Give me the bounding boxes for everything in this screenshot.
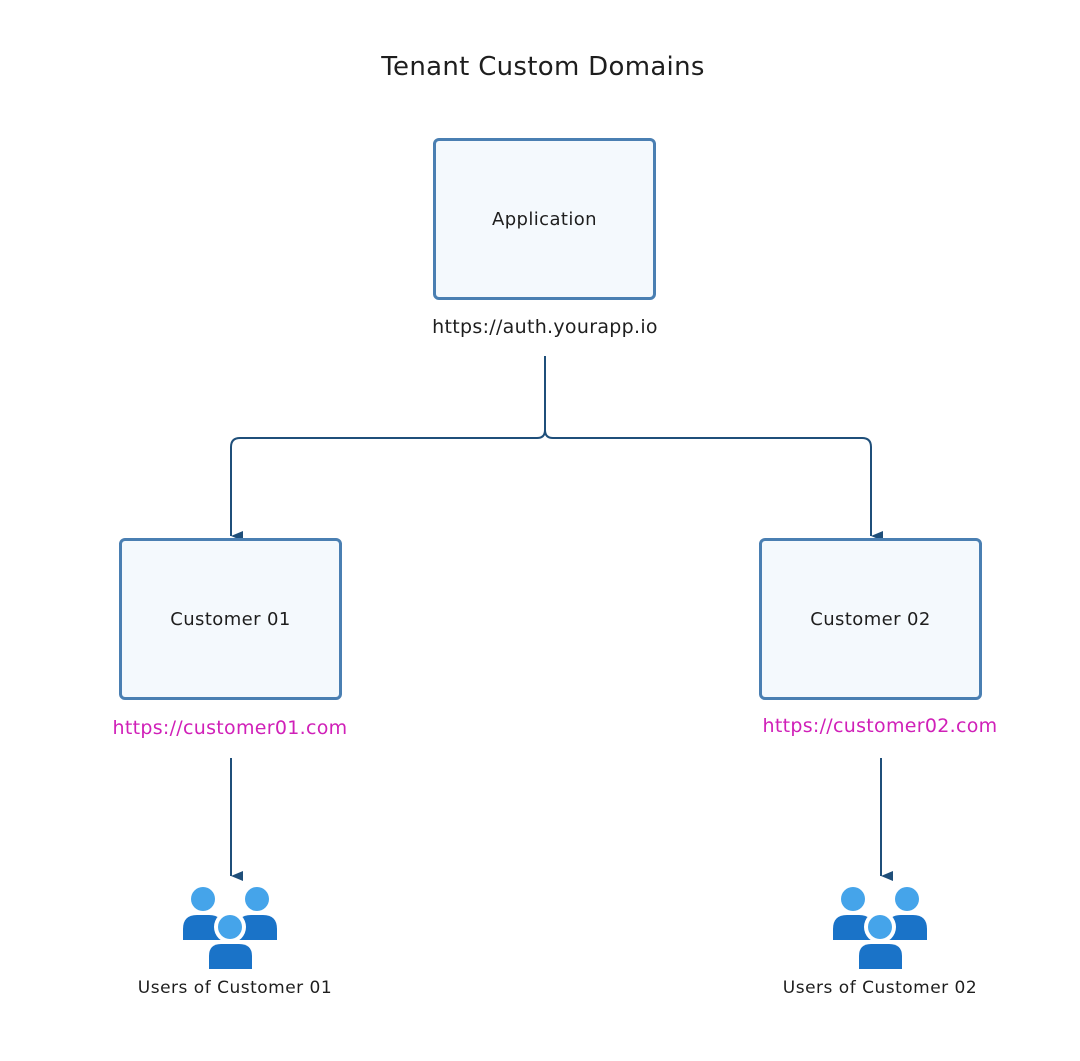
customer-01-url: https://customer01.com [112, 717, 348, 739]
customer-02-url: https://customer02.com [762, 715, 998, 737]
edge-application-to-customers [230, 356, 546, 541]
edge-application-to-customer-02 [544, 429, 883, 541]
users-customer-02-label: Users of Customer 02 [782, 978, 978, 998]
customer-01-label: Customer 01 [170, 608, 291, 630]
users-customer-01-label: Users of Customer 01 [137, 978, 333, 998]
application-node[interactable]: Application [433, 138, 656, 300]
customer-02-node[interactable]: Customer 02 [759, 538, 982, 700]
customer-02-label: Customer 02 [810, 608, 931, 630]
users-group-icon [183, 887, 277, 969]
customer-01-node[interactable]: Customer 01 [119, 538, 342, 700]
application-label: Application [492, 208, 597, 230]
users-group-icon [833, 887, 927, 969]
diagram-title: Tenant Custom Domains [381, 52, 705, 82]
application-url: https://auth.yourapp.io [432, 316, 658, 338]
